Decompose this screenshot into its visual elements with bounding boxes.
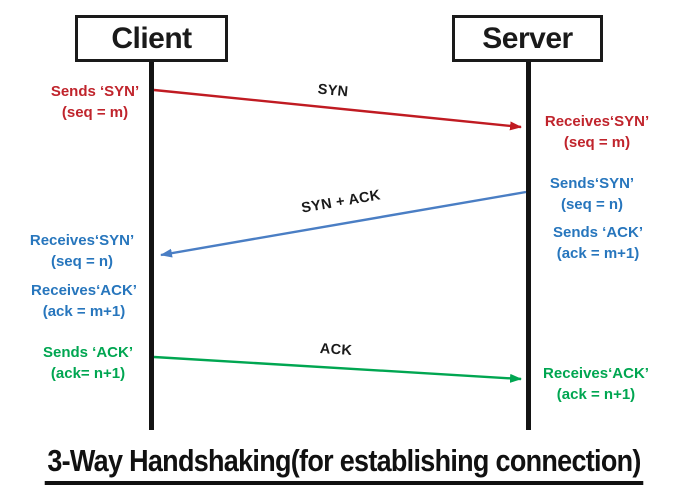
- note-line: (ack = m+1): [556, 245, 640, 262]
- syn-ack-message-label: SYN + ACK: [300, 187, 382, 217]
- note-line: (seq = m): [61, 104, 129, 121]
- server-receives-syn-note: Receives‘SYN’ (seq = m): [545, 111, 649, 153]
- server-actor-label: Server: [482, 21, 573, 55]
- server-receives-ack-note: Receives‘ACK’ (ack = n+1): [543, 363, 649, 405]
- note-line: Receives‘SYN’: [29, 232, 135, 249]
- note-line: (ack = n+1): [556, 386, 636, 403]
- diagram-title-row: 3-Way Handshaking(for establishing conne…: [0, 443, 677, 485]
- ack-arrow: [153, 355, 522, 383]
- diagram-title: 3-Way Handshaking(for establishing conne…: [44, 443, 644, 485]
- note-line: (ack = m+1): [42, 303, 126, 320]
- client-actor-box: Client: [75, 15, 228, 62]
- note-line: Sends ‘ACK’: [552, 224, 644, 241]
- note-line: Receives‘ACK’: [543, 365, 649, 382]
- ack-message-label: ACK: [319, 341, 353, 359]
- client-receives-syn-note: Receives‘SYN’ (seq = n): [30, 230, 134, 272]
- note-line: (seq = n): [560, 196, 624, 213]
- client-sends-syn-note: Sends ‘SYN’ (seq = m): [51, 81, 139, 123]
- syn-message-label: SYN: [316, 81, 350, 101]
- note-line: Receives‘SYN’: [544, 113, 650, 130]
- note-line: Sends ‘SYN’: [50, 83, 140, 100]
- server-lifeline: [526, 62, 531, 430]
- note-line: Sends ‘ACK’: [42, 344, 134, 361]
- note-line: (ack= n+1): [50, 365, 126, 382]
- client-actor-label: Client: [111, 21, 192, 55]
- server-actor-box: Server: [452, 15, 603, 62]
- server-sends-ack-note: Sends ‘ACK’ (ack = m+1): [553, 222, 643, 264]
- client-sends-ack-note: Sends ‘ACK’ (ack= n+1): [43, 342, 133, 384]
- client-lifeline: [149, 62, 154, 430]
- note-line: (seq = m): [563, 134, 631, 151]
- server-sends-syn-note: Sends‘SYN’ (seq = n): [550, 173, 634, 215]
- note-line: Receives‘ACK’: [31, 282, 137, 299]
- client-receives-ack-note: Receives‘ACK’ (ack = m+1): [31, 280, 137, 322]
- note-line: Sends‘SYN’: [549, 175, 635, 192]
- note-line: (seq = n): [50, 253, 114, 270]
